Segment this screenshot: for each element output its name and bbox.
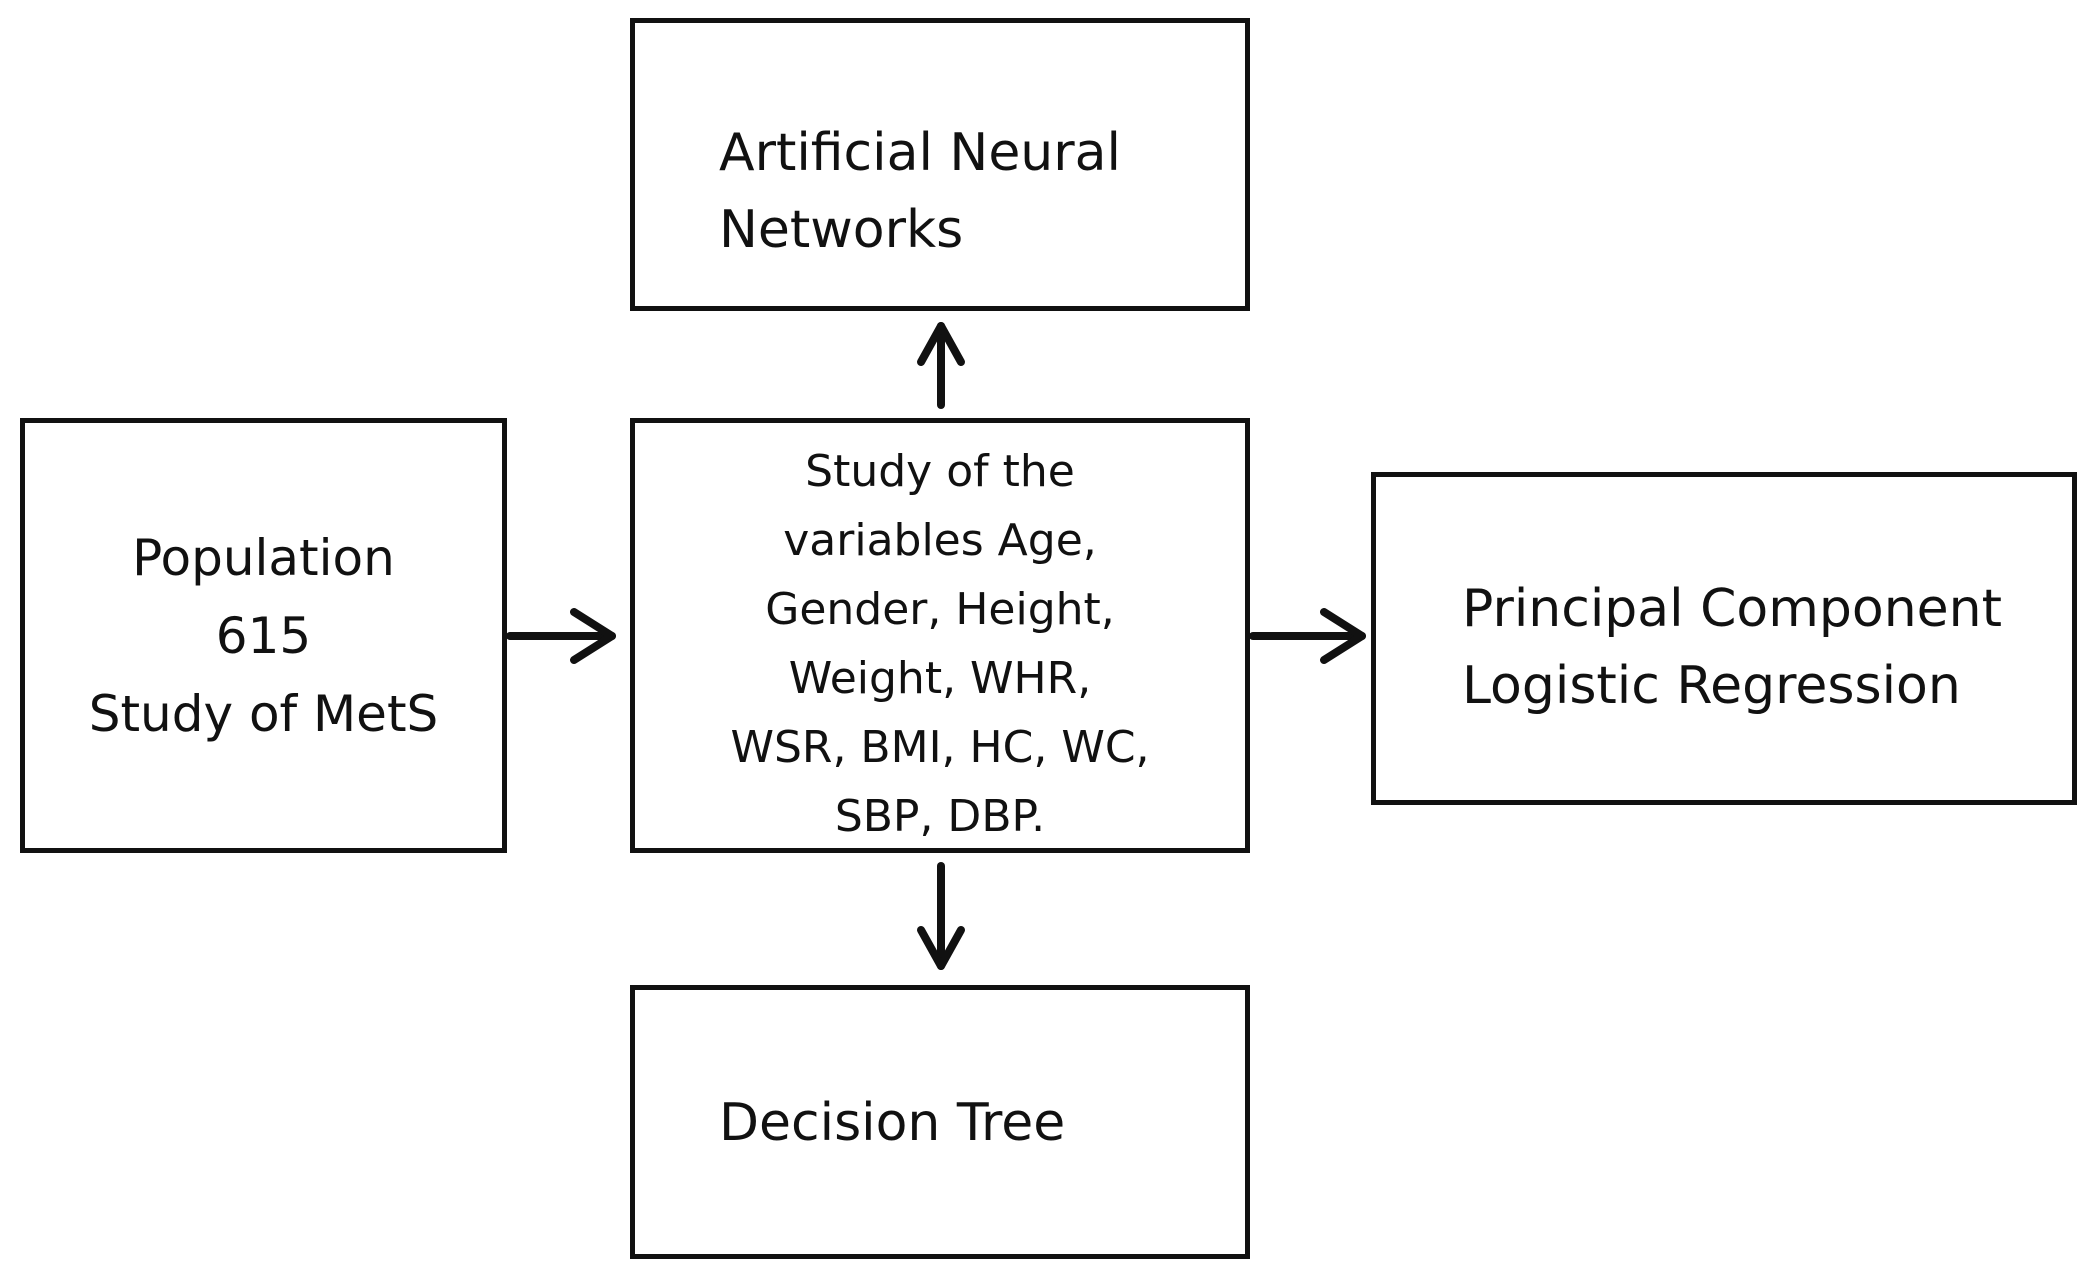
arrow-variables-to-pclr xyxy=(1249,608,1366,664)
node-variables-text: Study of the variables Age, Gender, Heig… xyxy=(635,437,1245,851)
node-population-line: 615 xyxy=(215,606,312,665)
node-variables-line: SBP, DBP. xyxy=(834,791,1046,842)
node-variables: Study of the variables Age, Gender, Heig… xyxy=(630,418,1250,853)
node-ann-text: Artificial Neural Networks xyxy=(719,115,1121,269)
node-decision-tree-text: Decision Tree xyxy=(719,1085,1065,1162)
node-ann-line: Networks xyxy=(719,200,964,260)
node-principal-component-logistic-regression: Principal Component Logistic Regression xyxy=(1371,472,2077,805)
node-variables-line: Gender, Height, xyxy=(765,584,1115,635)
node-population: Population 615 Study of MetS xyxy=(20,418,507,853)
node-variables-line: variables Age, xyxy=(783,515,1097,566)
node-decision-tree: Decision Tree xyxy=(630,985,1250,1259)
node-ann-line: Artificial Neural xyxy=(719,123,1121,183)
arrow-population-to-variables xyxy=(506,608,616,664)
node-variables-line: Study of the xyxy=(805,446,1075,497)
node-variables-line: Weight, WHR, xyxy=(788,653,1092,704)
node-artificial-neural-networks: Artificial Neural Networks xyxy=(630,18,1250,311)
node-population-line: Study of MetS xyxy=(88,684,439,743)
node-population-line: Population xyxy=(132,528,395,587)
node-pclr-text: Principal Component Logistic Regression xyxy=(1462,571,2002,725)
arrow-variables-to-ann xyxy=(917,322,965,409)
arrow-variables-to-decision-tree xyxy=(917,862,965,970)
node-variables-line: WSR, BMI, HC, WC, xyxy=(730,722,1150,773)
node-pclr-line: Principal Component xyxy=(1462,579,2003,639)
node-decision-tree-line: Decision Tree xyxy=(719,1093,1066,1153)
node-pclr-line: Logistic Regression xyxy=(1462,656,1961,716)
node-population-text: Population 615 Study of MetS xyxy=(25,423,502,848)
